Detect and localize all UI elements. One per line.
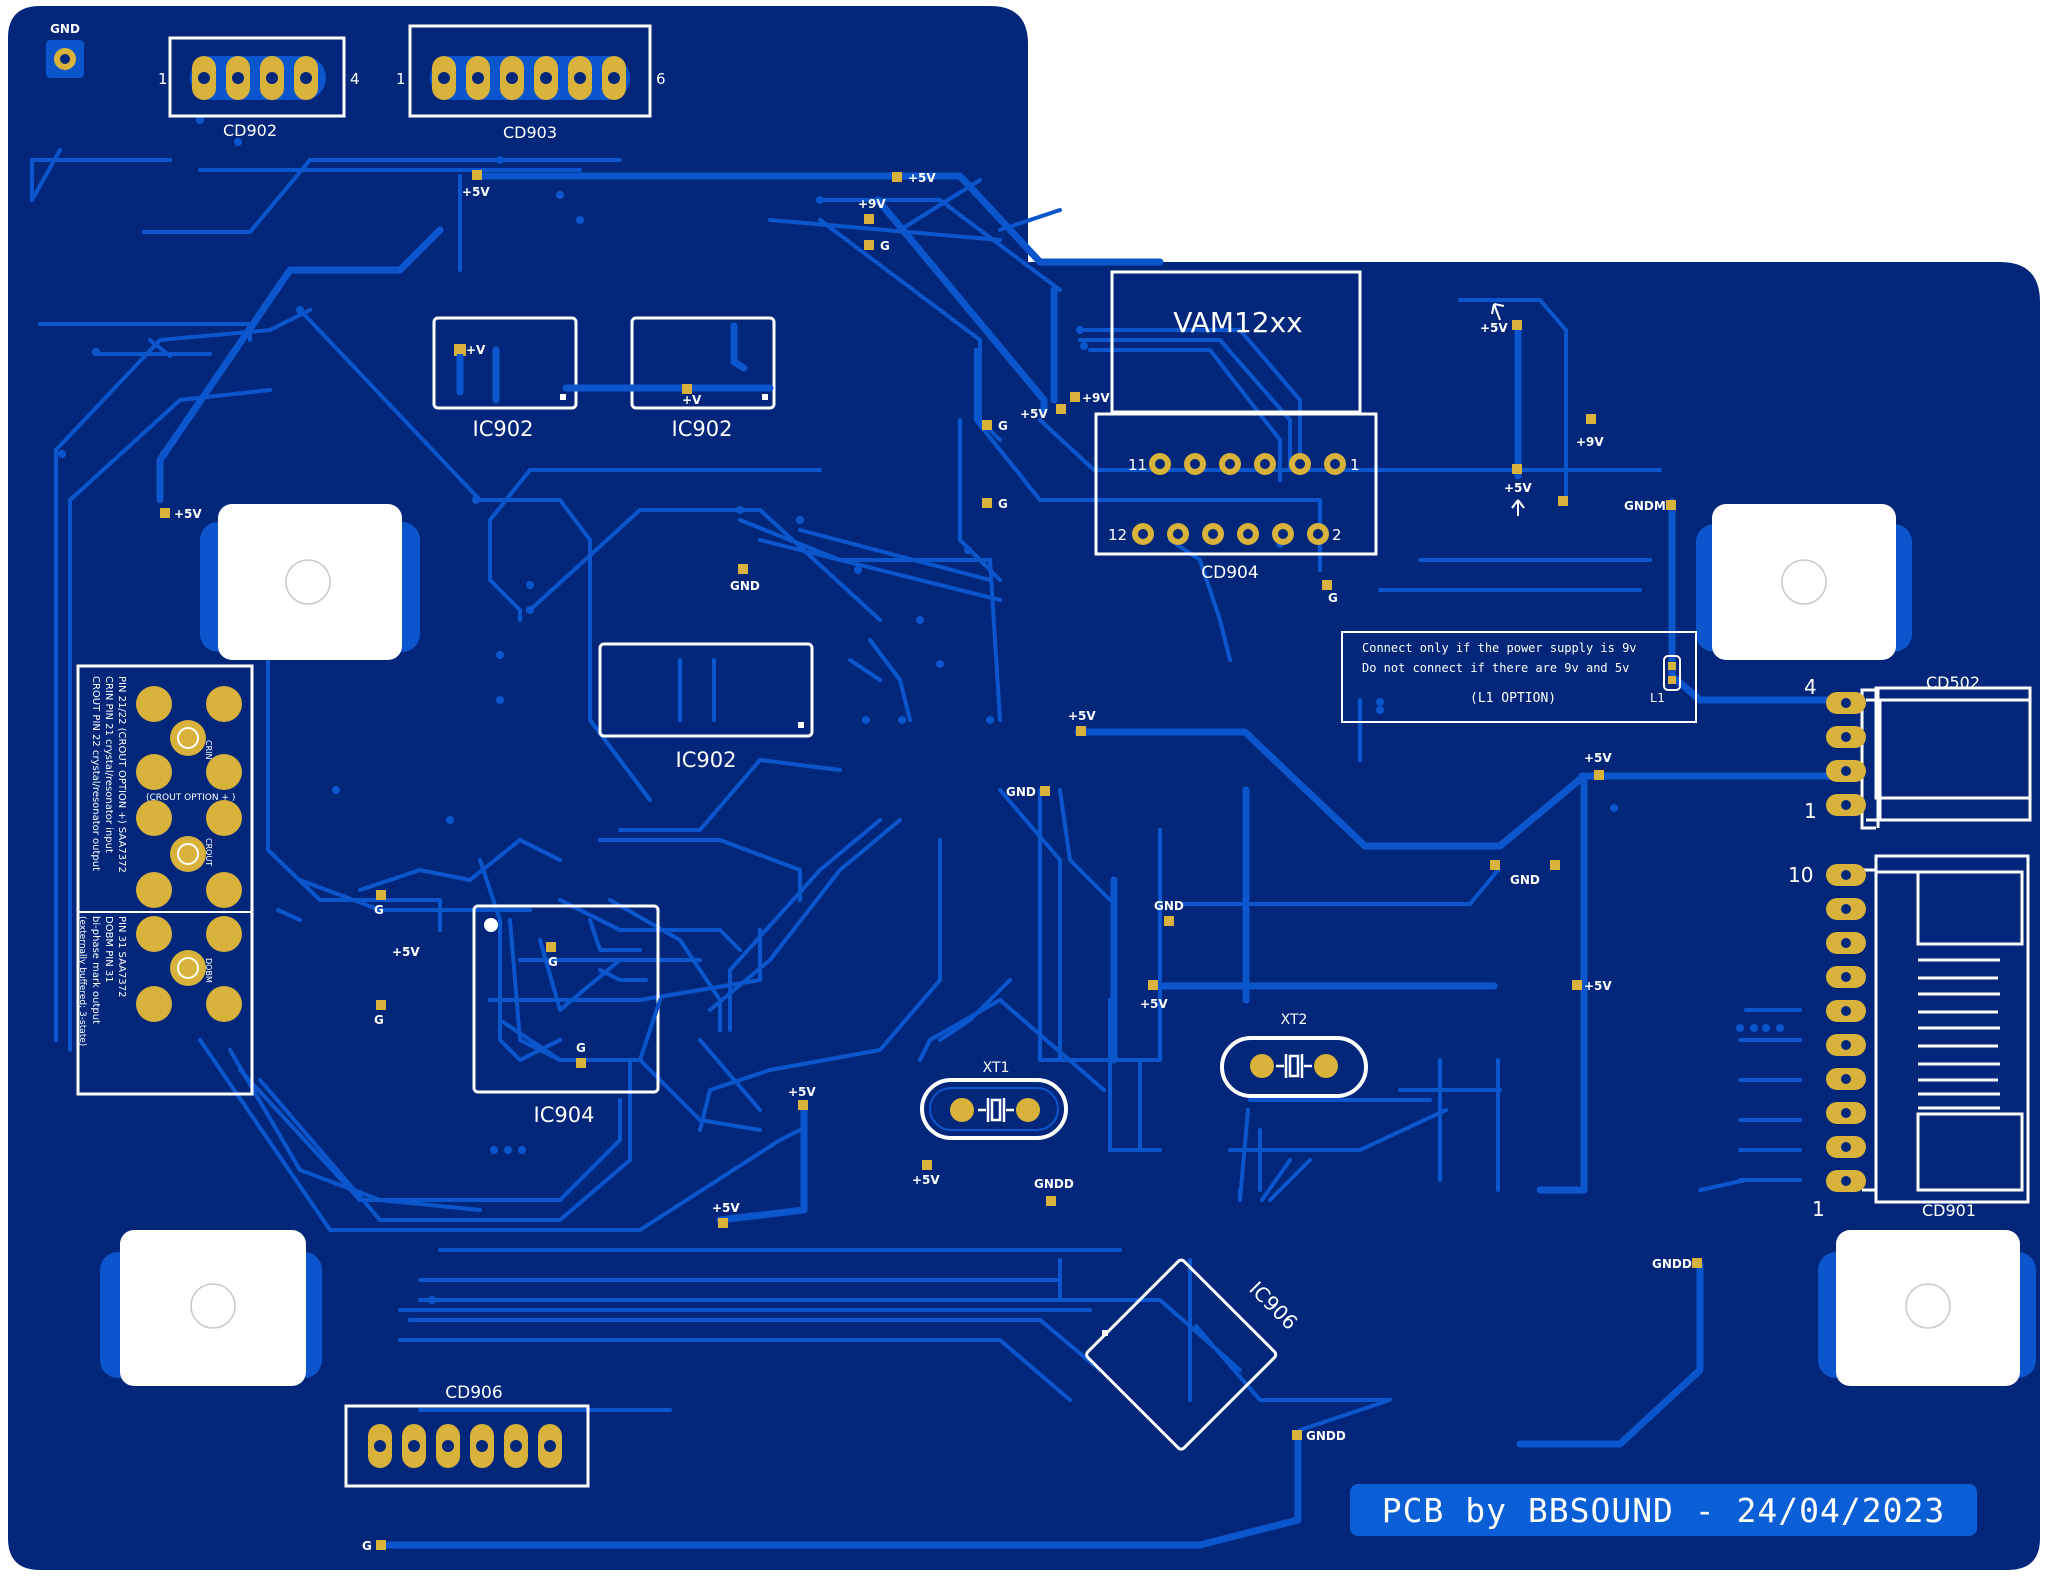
xt2-ref: XT2: [1281, 1012, 1308, 1028]
cd902-pin1: 1: [158, 70, 168, 88]
net-label: G: [998, 497, 1008, 511]
gnd-pad-label: GND: [50, 22, 80, 36]
note-line3: (L1 OPTION): [1470, 691, 1556, 706]
net-label: +V: [466, 343, 486, 357]
connector-cd901: 10 1 CD901: [1788, 854, 2030, 1221]
gnd-mount-pad: GND: [46, 22, 84, 78]
net-label: +5V: [1504, 481, 1532, 495]
net-label: +V: [682, 393, 702, 407]
mounting-pads: [100, 504, 2036, 1386]
crin-label: CRIN: [204, 740, 213, 760]
net-label: G: [880, 239, 890, 253]
side-note-line3: CROUT PIN 22 crystal/resonator output: [90, 676, 101, 871]
vam-label: VAM12xx: [1173, 306, 1302, 339]
net-label: +5V: [1140, 997, 1168, 1011]
net-label: GND: [730, 579, 760, 593]
net-label: +5V: [908, 171, 936, 185]
connector-cd502: 4 1 CD502: [1804, 673, 2032, 830]
net-label: G: [576, 1041, 586, 1055]
net-label: +9V: [1082, 391, 1110, 405]
note-line2: Do not connect if there are 9v and 5v: [1362, 661, 1629, 675]
note-l1: L1: [1650, 691, 1664, 705]
net-label: +5V: [1020, 407, 1048, 421]
ic902-c-ref: IC902: [676, 748, 737, 772]
cd904-pin1: 1: [1350, 456, 1360, 474]
board-substrate: [8, 6, 2040, 1570]
ic904-ref: IC904: [534, 1103, 595, 1127]
l1-option-note: Connect only if the power supply is 9v D…: [1341, 631, 1697, 723]
ic904: IC904: [472, 904, 662, 1127]
ic902-b-ref: IC902: [672, 417, 733, 441]
note-line1: Connect only if the power supply is 9v: [1362, 641, 1637, 655]
net-label: G: [374, 903, 384, 917]
dobm-label: DOBM: [204, 958, 213, 983]
net-label: +5V: [1584, 979, 1612, 993]
net-label: +5V: [912, 1173, 940, 1187]
crystal-option-block: CRIN CROUT DOBM (CROUT OPTION + ) PIN 21…: [76, 664, 254, 1096]
connector-cd902: 1 4 CD902: [158, 36, 360, 140]
connector-cd906: CD906: [344, 1383, 590, 1488]
side-note-line1: PIN 21/22 (CROUT OPTION +) SAA7372: [116, 676, 127, 873]
net-label: GNDD: [1306, 1429, 1346, 1443]
ic902-c: IC902: [598, 642, 814, 772]
cd903-pin1: 1: [396, 70, 406, 88]
cd901-pin1: 1: [1812, 1197, 1825, 1221]
side-note-line5: DOBM PIN 31: [103, 916, 114, 983]
net-label: GND: [1510, 873, 1540, 887]
cd904-pin2: 2: [1332, 526, 1342, 544]
net-label: +9V: [858, 197, 886, 211]
net-label: GND: [1006, 785, 1036, 799]
net-label: G: [1328, 591, 1338, 605]
cd904-pin11: 11: [1128, 456, 1147, 474]
net-label: +5V: [174, 507, 202, 521]
connector-cd903: 1 6 CD903: [396, 24, 666, 142]
cd904-pin12: 12: [1108, 526, 1127, 544]
net-label: +5V: [788, 1085, 816, 1099]
net-label: G: [362, 1539, 372, 1553]
net-label: GNDD: [1034, 1177, 1074, 1191]
arrow-icon: [1491, 303, 1505, 321]
net-labels: +5V +5V +9V G +5V +9V G G +5V +5V +9V GN…: [160, 170, 1702, 1553]
net-label: +5V: [1068, 709, 1096, 723]
cd901-pin10: 10: [1788, 863, 1813, 887]
vias: [58, 116, 1784, 1304]
crout-label: CROUT: [204, 838, 213, 866]
side-note-line2: CRIN PIN 21 crystal/resonator input: [103, 676, 114, 853]
net-label: +9V: [1576, 435, 1604, 449]
side-note-line7: (externally buffered; 3-state): [77, 916, 87, 1046]
net-label: G: [998, 419, 1008, 433]
cd904-ref: CD904: [1201, 563, 1258, 583]
net-label: +5V: [462, 185, 490, 199]
cd502-pin4: 4: [1804, 675, 1817, 699]
net-label: GNDM: [1624, 499, 1666, 513]
xt1-ref: XT1: [983, 1060, 1010, 1076]
net-label: +5V: [712, 1201, 740, 1215]
net-label: GND: [1154, 899, 1184, 913]
side-note-line4: PIN 31 SAA7372: [116, 916, 127, 997]
cd902-pin4: 4: [350, 70, 360, 88]
crout-option-label: (CROUT OPTION + ): [146, 793, 235, 803]
cd902-ref: CD902: [223, 121, 277, 140]
crystal-xt2: XT2: [1220, 1012, 1368, 1098]
vam12xx-module: VAM12xx: [1110, 270, 1362, 414]
cd901-ref: CD901: [1922, 1201, 1976, 1220]
connector-cd904: 11 1 12 2 CD904: [1094, 412, 1378, 583]
cd903-ref: CD903: [503, 123, 557, 142]
net-label: +5V: [392, 945, 420, 959]
ic902-a-ref: IC902: [473, 417, 534, 441]
net-label: GNDD: [1652, 1257, 1692, 1271]
cd906-ref: CD906: [445, 1383, 502, 1403]
net-label: G: [374, 1013, 384, 1027]
cd903-pin6: 6: [656, 70, 666, 88]
crystal-xt1: XT1: [920, 1060, 1068, 1140]
net-label: +5V: [1584, 751, 1612, 765]
arrow-icon: [1511, 499, 1525, 516]
cd502-ref: CD502: [1926, 673, 1980, 692]
side-note-line6: bi-phase mark output: [90, 916, 101, 1024]
footer-credit: PCB by BBSOUND - 24/04/2023: [1350, 1484, 1977, 1536]
cd502-pin1: 1: [1804, 799, 1817, 823]
net-label: G: [548, 955, 558, 969]
net-label: +5V: [1480, 321, 1508, 335]
